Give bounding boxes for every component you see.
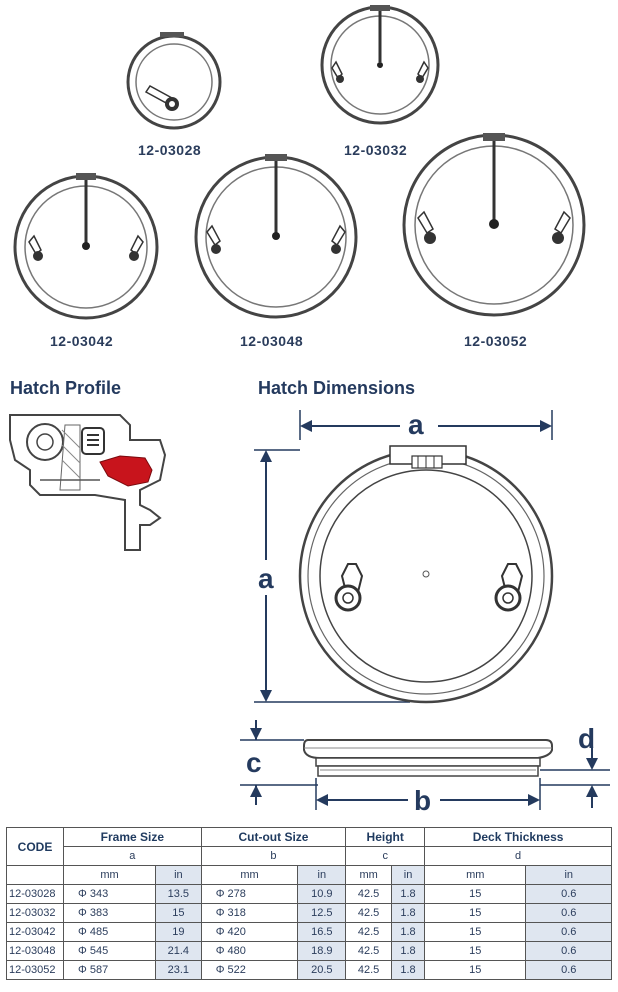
hatch-12-03042-drawing xyxy=(13,173,159,320)
unit-in-cell: in xyxy=(390,865,426,885)
deck-thickness-letter: d xyxy=(424,846,612,866)
unit-mm-cell: mm xyxy=(424,865,527,885)
cell-c-in: 1.8 xyxy=(390,903,426,923)
hatch-12-03028-drawing xyxy=(126,32,222,130)
table-group-header-row: CODE Frame Size Cut-out Size Height Deck… xyxy=(6,827,612,866)
cell-b-mm: Φ 480 xyxy=(200,941,299,961)
cell-d-in: 0.6 xyxy=(525,960,612,980)
table-letter-row: a b c d xyxy=(7,846,612,866)
cell-d-mm: 15 xyxy=(424,884,527,904)
hatch-12-03048-drawing xyxy=(194,154,358,319)
cell-a-in: 19 xyxy=(155,922,202,942)
unit-mm-cell: mm xyxy=(62,865,157,885)
cell-c-in: 1.8 xyxy=(390,960,426,980)
cell-b-in: 20.5 xyxy=(297,960,347,980)
hatch-profile-drawing xyxy=(9,414,167,551)
cell-code: 12-03042 xyxy=(6,922,64,942)
cell-d-in: 0.6 xyxy=(525,884,612,904)
table-unit-row: mm in mm in mm in mm in xyxy=(6,865,612,885)
cell-d-in: 0.6 xyxy=(525,903,612,923)
dimension-d-label: d xyxy=(578,723,595,754)
cell-code: 12-03028 xyxy=(6,884,64,904)
hatch-code-label: 12-03052 xyxy=(464,333,528,349)
cell-d-mm: 15 xyxy=(424,960,527,980)
cell-c-mm: 42.5 xyxy=(345,960,392,980)
cell-code: 12-03032 xyxy=(6,903,64,923)
cell-d-mm: 15 xyxy=(424,922,527,942)
cell-d-mm: 15 xyxy=(424,903,527,923)
cell-a-mm: Φ 545 xyxy=(62,941,157,961)
cell-c-mm: 42.5 xyxy=(345,884,392,904)
cell-a-mm: Φ 485 xyxy=(62,922,157,942)
hatch-dimensions-title: Hatch Dimensions xyxy=(258,378,416,398)
cell-c-mm: 42.5 xyxy=(345,922,392,942)
cutout-size-header: Cut-out Size xyxy=(200,827,347,847)
hatch-code-label: 12-03042 xyxy=(50,333,114,349)
cell-b-mm: Φ 278 xyxy=(200,884,299,904)
hatch-dimensions-drawing: a a c d b xyxy=(240,409,610,816)
dimension-a-top-label: a xyxy=(408,409,424,440)
unit-in-cell: in xyxy=(297,865,347,885)
hatch-code-label: 12-03028 xyxy=(138,142,202,158)
cell-c-mm: 42.5 xyxy=(345,941,392,961)
hatch-code-label: 12-03032 xyxy=(344,142,408,158)
cell-b-in: 16.5 xyxy=(297,922,347,942)
cutout-size-letter: b xyxy=(200,846,347,866)
height-letter: c xyxy=(345,846,426,866)
cell-d-in: 0.6 xyxy=(525,922,612,942)
unit-mm-cell: mm xyxy=(200,865,299,885)
cell-d-in: 0.6 xyxy=(525,941,612,961)
unit-in-cell: in xyxy=(525,865,612,885)
cell-b-mm: Φ 420 xyxy=(200,922,299,942)
code-header: CODE xyxy=(6,827,64,866)
cell-code: 12-03048 xyxy=(6,941,64,961)
cell-b-in: 12.5 xyxy=(297,903,347,923)
unit-in-cell: in xyxy=(155,865,202,885)
dimension-c-label: c xyxy=(246,747,262,778)
unit-blank-cell xyxy=(6,865,64,885)
cell-a-in: 21.4 xyxy=(155,941,202,961)
hatch-profile-title: Hatch Profile xyxy=(10,378,122,398)
hatch-specifications-table: CODE Frame Size Cut-out Size Height Deck… xyxy=(6,827,612,980)
cell-c-mm: 42.5 xyxy=(345,903,392,923)
cell-c-in: 1.8 xyxy=(390,941,426,961)
cell-b-mm: Φ 522 xyxy=(200,960,299,980)
cell-a-in: 13.5 xyxy=(155,884,202,904)
frame-size-header: Frame Size xyxy=(63,827,202,847)
hatch-models-illustration xyxy=(13,5,586,320)
cell-a-mm: Φ 587 xyxy=(62,960,157,980)
dimension-b-label: b xyxy=(414,785,431,816)
cell-a-in: 15 xyxy=(155,903,202,923)
cell-b-mm: Φ 318 xyxy=(200,903,299,923)
cell-d-mm: 15 xyxy=(424,941,527,961)
cell-c-in: 1.8 xyxy=(390,922,426,942)
cell-a-mm: Φ 383 xyxy=(62,903,157,923)
cell-a-in: 23.1 xyxy=(155,960,202,980)
cell-code: 12-03052 xyxy=(6,960,64,980)
cell-b-in: 18.9 xyxy=(297,941,347,961)
height-header: Height xyxy=(345,827,426,847)
cell-b-in: 10.9 xyxy=(297,884,347,904)
hatch-code-label: 12-03048 xyxy=(240,333,304,349)
cell-c-in: 1.8 xyxy=(390,884,426,904)
frame-size-letter: a xyxy=(63,846,202,866)
dimension-a-side-label: a xyxy=(258,563,274,594)
hatch-12-03032-drawing xyxy=(320,5,440,125)
hatch-12-03052-drawing xyxy=(402,133,586,317)
unit-mm-cell: mm xyxy=(345,865,392,885)
cell-a-mm: Φ 343 xyxy=(62,884,157,904)
deck-thickness-header: Deck Thickness xyxy=(424,827,612,847)
